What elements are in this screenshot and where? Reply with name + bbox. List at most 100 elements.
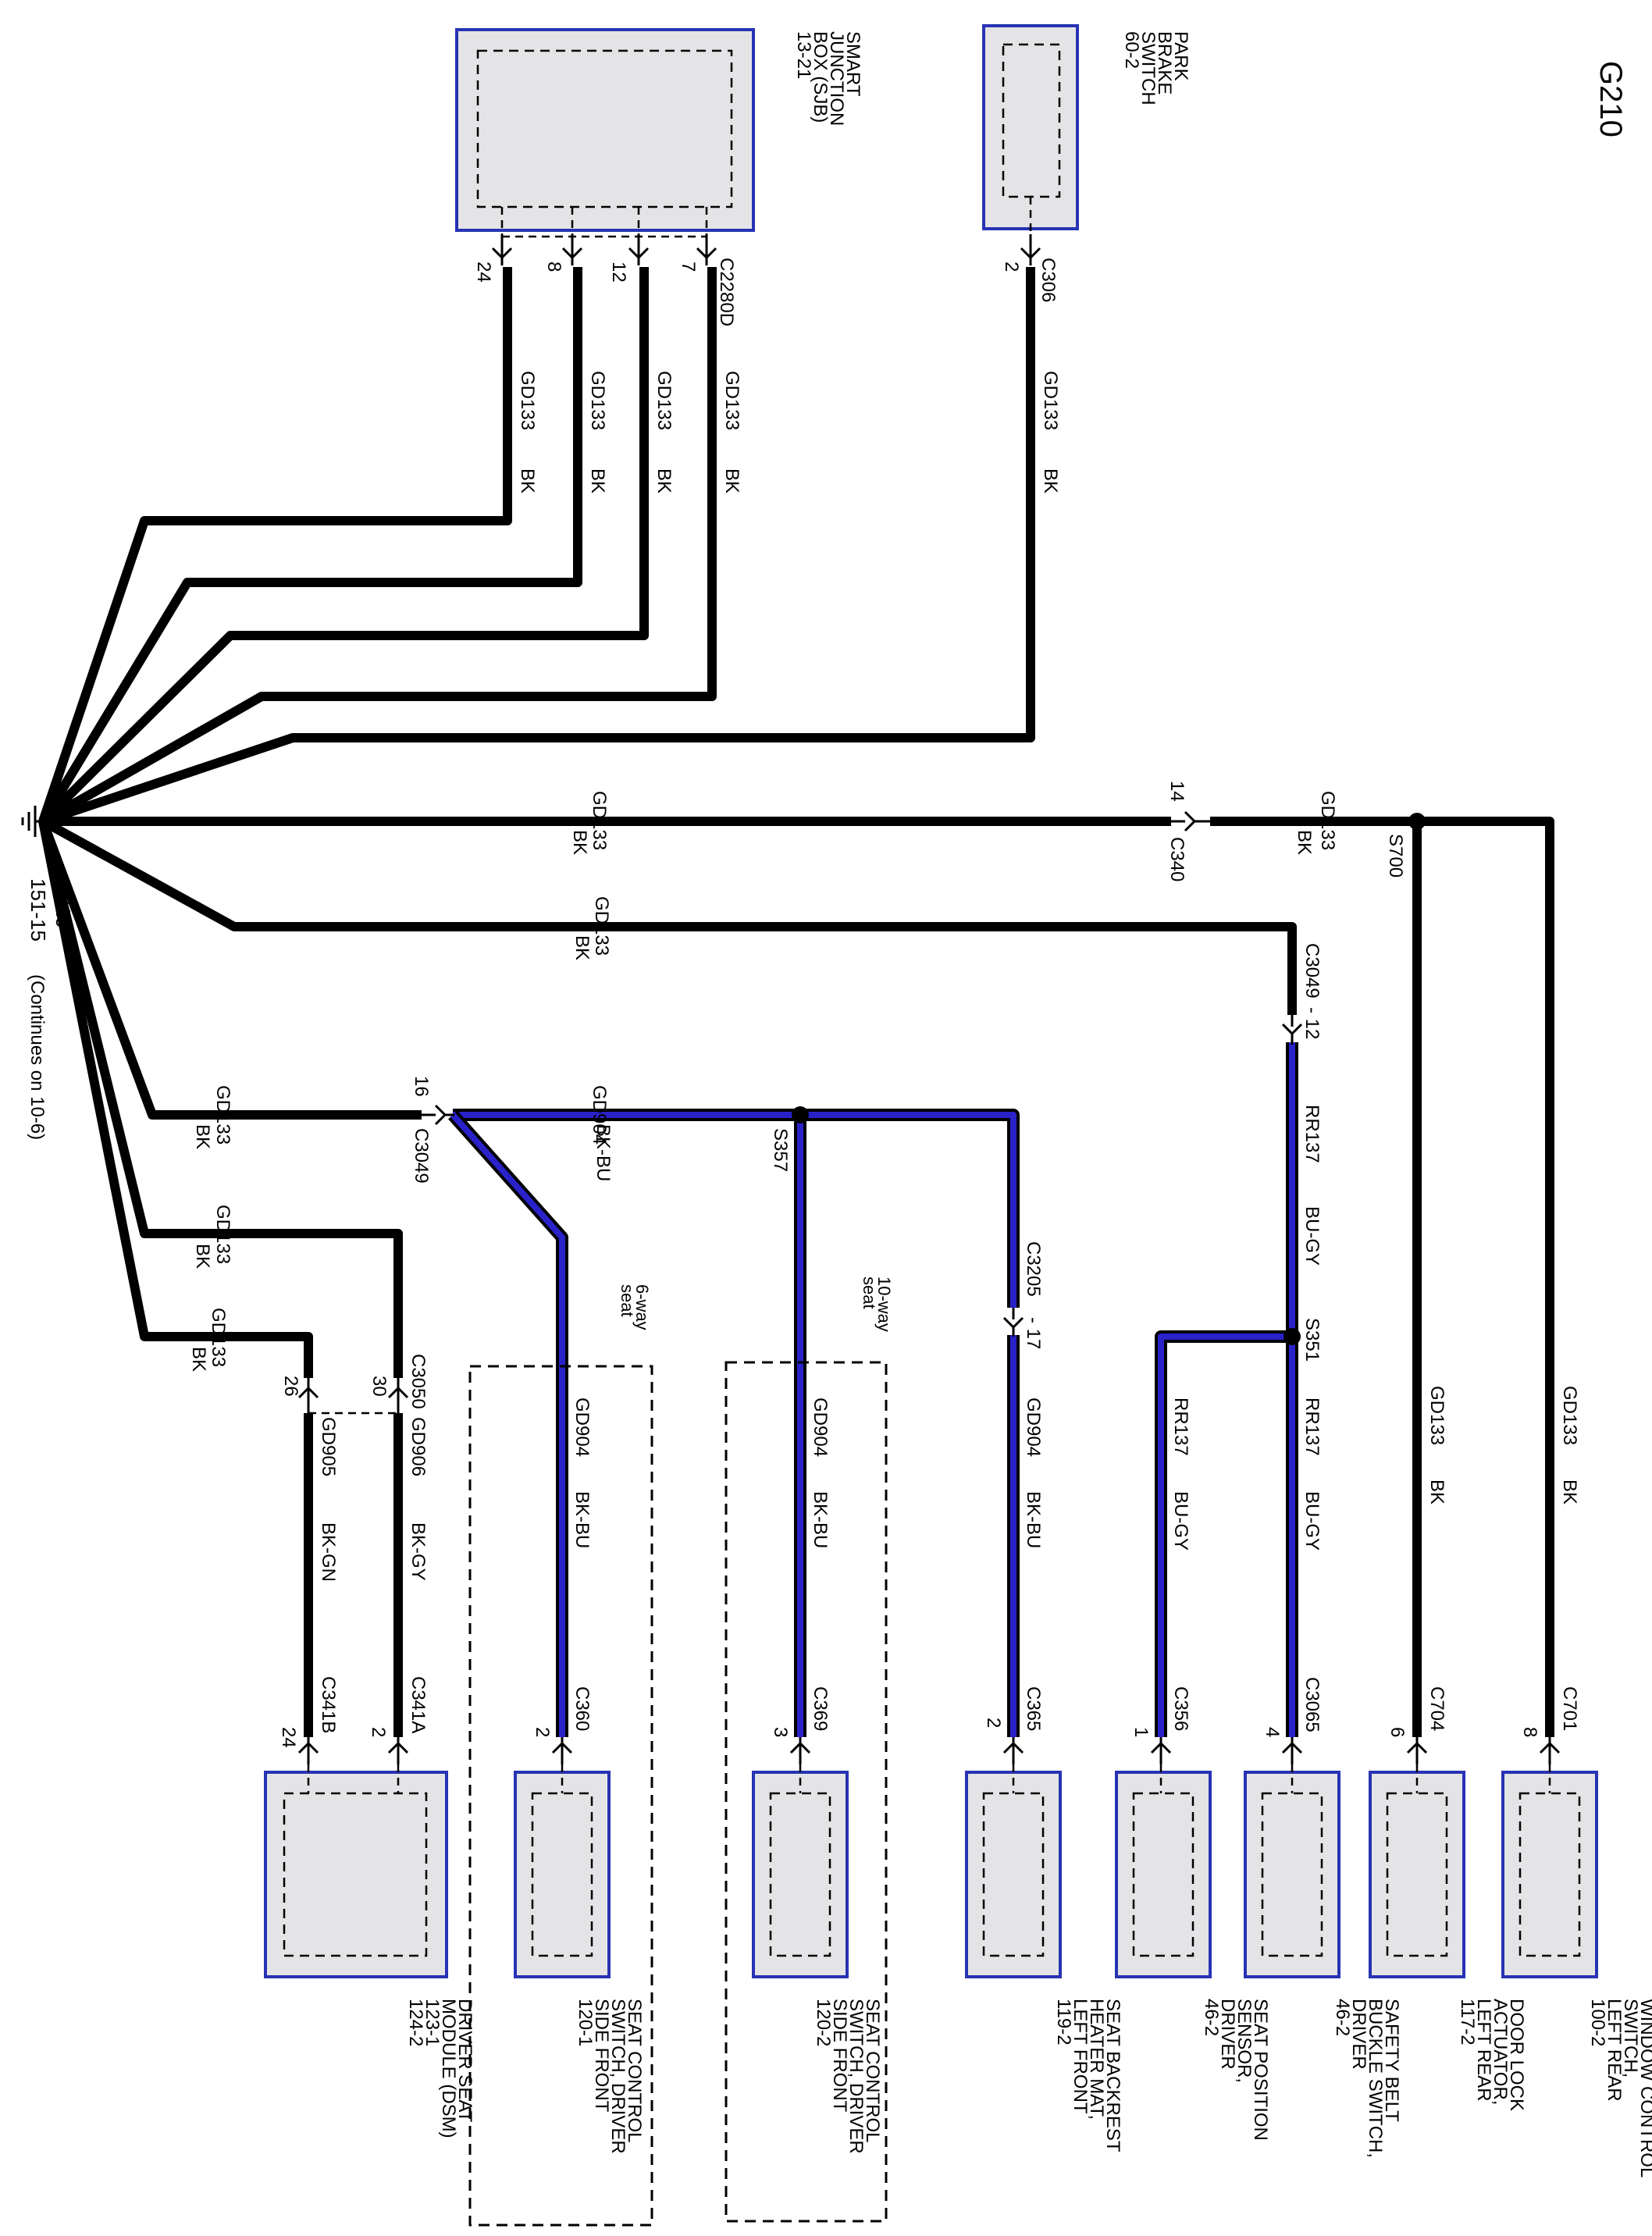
wire-label: BK bbox=[1040, 468, 1061, 493]
svg-text:WINDOW CONTROL: WINDOW CONTROL bbox=[1636, 1999, 1652, 2177]
wire-sjb-12 bbox=[39, 267, 649, 825]
svg-text:117-2: 117-2 bbox=[1457, 1999, 1478, 2046]
wire-label: GD906 bbox=[408, 1417, 429, 1476]
connector-label-c704: C704 bbox=[1426, 1686, 1447, 1731]
svg-text:DOOR LOCK: DOOR LOCK bbox=[1506, 1999, 1527, 2111]
component-dsm bbox=[264, 1737, 448, 1978]
svg-text:46-2: 46-2 bbox=[1201, 1999, 1222, 2036]
svg-text:ACTUATOR,: ACTUATOR, bbox=[1490, 1999, 1511, 2105]
connector-label-c3205: C3205 bbox=[1023, 1241, 1044, 1297]
svg-text:seat: seat bbox=[860, 1276, 879, 1309]
ground-id: G210 bbox=[52, 878, 75, 928]
svg-text:SEAT BACKREST: SEAT BACKREST bbox=[1102, 1999, 1123, 2152]
wire-label: BK bbox=[587, 468, 608, 493]
page-title: G210 bbox=[1593, 61, 1628, 137]
wire-label: BK bbox=[569, 830, 590, 855]
connector-label-c3050: C3050 bbox=[408, 1354, 429, 1409]
signal-wires bbox=[448, 1042, 1298, 1737]
connector-c3049-b bbox=[1281, 1015, 1303, 1045]
wire-label: BU-GY bbox=[1170, 1491, 1191, 1551]
component-window-control bbox=[1501, 1737, 1598, 1978]
svg-text:LEFT REAR: LEFT REAR bbox=[1604, 1999, 1625, 2102]
label-seat-control-6way: SEAT CONTROL SWITCH, DRIVER SIDE FRONT 1… bbox=[575, 1999, 645, 2154]
component-seat-position bbox=[1115, 1737, 1212, 1978]
connector-label-c3065: C3065 bbox=[1301, 1677, 1323, 1732]
wire-label: GD904 bbox=[1023, 1398, 1044, 1457]
component-seat-control-10way bbox=[725, 1361, 888, 2223]
wire-label: GD904 bbox=[810, 1398, 831, 1457]
label-safety-belt: SAFETY BELT BUCKLE SWITCH, DRIVER 46-2 bbox=[1332, 1999, 1402, 2158]
svg-text:SWITCH, DRIVER: SWITCH, DRIVER bbox=[607, 1999, 628, 2154]
connector-label-c341a: C341A bbox=[408, 1676, 429, 1733]
option-box-6way bbox=[468, 1365, 653, 2227]
wire-sjb-7 bbox=[41, 267, 717, 826]
label-option-10way: 10-way seat bbox=[860, 1276, 894, 1332]
wire-label: GD133 bbox=[1040, 371, 1061, 430]
wire-label: GD133 bbox=[212, 1205, 233, 1264]
svg-text:13-21: 13-21 bbox=[793, 31, 814, 79]
wire-label: BK bbox=[653, 468, 675, 493]
pin-label: 14 bbox=[1166, 781, 1187, 802]
wire-label: GD133 bbox=[589, 791, 610, 850]
svg-text:DRIVER: DRIVER bbox=[1348, 1999, 1369, 2070]
svg-text:DRIVER SEAT: DRIVER SEAT bbox=[454, 1999, 475, 2123]
wire-label: RR137 bbox=[1301, 1105, 1323, 1163]
svg-text:46-2: 46-2 bbox=[1332, 1999, 1353, 2036]
option-box-10way bbox=[725, 1361, 888, 2223]
wire-label: BK bbox=[517, 468, 538, 493]
wire-label: GD133 bbox=[591, 896, 612, 956]
label-door-lock: DOOR LOCK ACTUATOR, LEFT REAR 117-2 bbox=[1457, 1999, 1527, 2111]
wire-label: GD133 bbox=[212, 1085, 233, 1145]
pin-label: 2 bbox=[983, 1718, 1004, 1728]
svg-text:6-way: 6-way bbox=[632, 1284, 652, 1330]
wire-label: BK-BU bbox=[593, 1124, 614, 1181]
splice-s357 bbox=[792, 1106, 809, 1123]
wire-sjb-8 bbox=[38, 267, 582, 824]
component-park-brake bbox=[982, 24, 1079, 265]
svg-text:SENSOR,: SENSOR, bbox=[1234, 1999, 1255, 2083]
svg-text:60-2: 60-2 bbox=[1121, 31, 1142, 69]
svg-text:SEAT POSITION: SEAT POSITION bbox=[1250, 1999, 1271, 2141]
wire-label: BK bbox=[571, 935, 593, 960]
wire-label: GD133 bbox=[1559, 1386, 1580, 1445]
component-seat-control-6way bbox=[468, 1365, 653, 2227]
pin-label: 26 bbox=[280, 1376, 301, 1397]
connector-label-c360: C360 bbox=[571, 1686, 593, 1731]
splice-label-s351: S351 bbox=[1301, 1318, 1323, 1362]
svg-text:SMART: SMART bbox=[842, 31, 863, 97]
pin-label: 8 bbox=[543, 262, 564, 272]
pin-label: 16 bbox=[411, 1076, 432, 1097]
wire-label: BK-GN bbox=[318, 1522, 339, 1582]
pin-label: 30 bbox=[368, 1376, 390, 1397]
wire-c3049-b bbox=[38, 819, 422, 1120]
connector-c3049-a bbox=[422, 1104, 454, 1126]
label-seat-backrest: SEAT BACKREST HEATER MAT, LEFT FRONT 119… bbox=[1053, 1999, 1123, 2152]
wire-label: RR137 bbox=[1301, 1398, 1323, 1456]
pin-label: 7 bbox=[678, 262, 699, 272]
wire-label: GD133 bbox=[208, 1308, 229, 1367]
wire-label: BK-BU bbox=[571, 1491, 593, 1548]
connector-label-c701: C701 bbox=[1559, 1686, 1580, 1731]
wire-c3049-a bbox=[41, 817, 1297, 1015]
svg-text:LEFT FRONT: LEFT FRONT bbox=[1070, 1999, 1091, 2114]
connector-label-c365: C365 bbox=[1023, 1686, 1044, 1731]
bottom-components bbox=[264, 1361, 1598, 2227]
splice-label-s357: S357 bbox=[770, 1128, 791, 1172]
svg-text:HEATER MAT,: HEATER MAT, bbox=[1086, 1999, 1107, 2120]
wire-label: BU-GY bbox=[1301, 1491, 1323, 1551]
svg-text:JUNCTION: JUNCTION bbox=[826, 31, 847, 126]
pin-label: 3 bbox=[770, 1727, 791, 1737]
component-seat-backrest bbox=[965, 1737, 1062, 1978]
wire-label: BK bbox=[1559, 1479, 1580, 1504]
wire-c3050-26 bbox=[38, 820, 313, 1378]
wire-s700-right bbox=[1210, 817, 1554, 1737]
wire-label: BK bbox=[188, 1347, 209, 1372]
wire-gd904-main bbox=[453, 1112, 1016, 1308]
wire-label: BU-GY bbox=[1301, 1206, 1323, 1266]
splice-s351 bbox=[1284, 1328, 1301, 1345]
wire-label: RR137 bbox=[1170, 1398, 1191, 1456]
svg-text:PARK: PARK bbox=[1170, 31, 1191, 81]
wire-rr137-seat-position bbox=[1158, 1333, 1292, 1737]
svg-text:SIDE FRONT: SIDE FRONT bbox=[591, 1999, 612, 2113]
component-door-lock bbox=[1369, 1737, 1465, 1978]
